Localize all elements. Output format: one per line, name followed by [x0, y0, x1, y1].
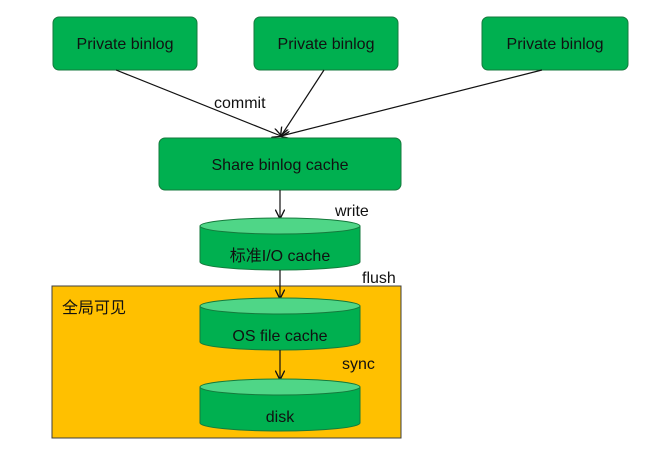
private-binlog-node-2 [253, 16, 399, 71]
arrow-private3-to-share [281, 69, 543, 136]
flush-edge-label: flush [362, 270, 396, 287]
stdio-cache-node [199, 217, 361, 271]
arrow-private2-to-share [281, 69, 325, 136]
stdio-cache-label: 标准I/O cache [230, 247, 331, 265]
private-binlog-node-1 [52, 16, 198, 71]
global-visible-region-label: 全局可见 [62, 299, 126, 317]
disk-node [199, 378, 361, 432]
commit-edge-label: commit [214, 95, 266, 112]
arrow-private1-to-share [115, 69, 281, 136]
write-edge-label: write [334, 203, 369, 220]
os-file-cache-label: OS file cache [232, 328, 327, 345]
share-binlog-cache-label: Share binlog cache [212, 157, 349, 174]
private-binlog-node-3 [481, 16, 629, 71]
os-file-cache-node [199, 297, 361, 351]
disk-label: disk [266, 409, 295, 426]
private-binlog-label-3: Private binlog [507, 36, 604, 53]
private-binlog-label-2: Private binlog [278, 36, 375, 53]
sync-edge-label: sync [342, 356, 375, 373]
private-binlog-label-1: Private binlog [77, 36, 174, 53]
